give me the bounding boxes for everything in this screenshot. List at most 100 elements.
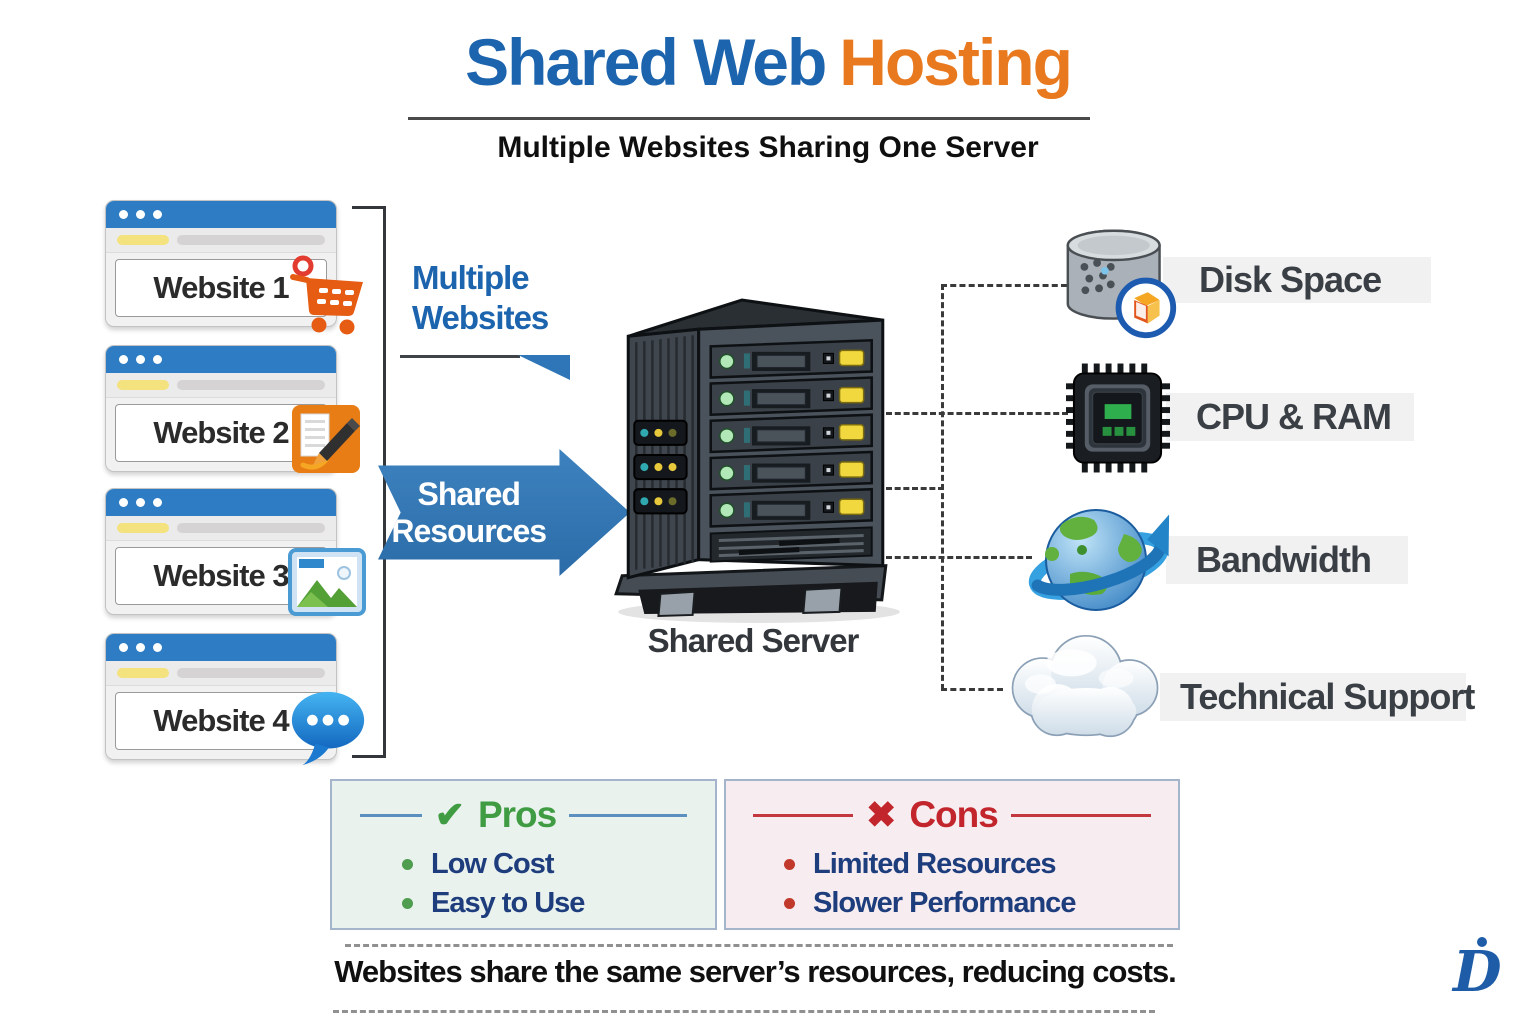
browser-titlebar: [106, 489, 336, 516]
bandwidth-label: Bandwidth: [1196, 539, 1372, 580]
technical-support-label: Technical Support: [1180, 676, 1475, 717]
browser-toolbar: [106, 516, 336, 541]
browser-titlebar: [106, 634, 336, 661]
pros-item: Easy to Use: [332, 884, 715, 923]
resource-row-disk-space: Disk Space: [1163, 257, 1431, 303]
multiple-websites-arrow-line: [400, 355, 520, 358]
title-part-orange: Hosting: [839, 25, 1073, 99]
window-dot-icon: [153, 498, 162, 507]
window-dot-icon: [136, 355, 145, 364]
pros-box: ✔ Pros Low Cost Easy to Use: [330, 779, 717, 930]
website-4-label: Website 4: [115, 692, 327, 750]
cons-header: ✖ Cons: [726, 794, 1178, 836]
window-dot-icon: [119, 498, 128, 507]
multiple-websites-label: Multiple Websites: [412, 259, 549, 337]
connector-server-mid: [886, 487, 944, 490]
footer-caption: Websites share the same server’s resourc…: [334, 954, 1177, 989]
window-dot-icon: [119, 643, 128, 652]
group-bracket-vertical: [383, 206, 386, 758]
pros-header: ✔ Pros: [332, 794, 715, 836]
group-bracket-bottom: [352, 755, 383, 758]
shared-resources-label: Shared Resources: [391, 475, 547, 549]
connector-bandwidth: [886, 556, 1032, 559]
address-bar: [177, 668, 325, 678]
shared-server-label: Shared Server: [647, 622, 860, 659]
window-dot-icon: [153, 643, 162, 652]
browser-window-3: Website 3: [105, 488, 366, 616]
footer-divider-bottom: [333, 1010, 1155, 1013]
window-dot-icon: [119, 355, 128, 364]
cpu-ram-label: CPU & RAM: [1196, 396, 1392, 437]
pros-item-label: Easy to Use: [431, 887, 585, 919]
pros-header-line-left: [359, 813, 422, 817]
website-1-label: Website 1: [115, 259, 327, 317]
window-dot-icon: [136, 210, 145, 219]
toolbar-pill: [117, 380, 169, 390]
logo-dot-icon: [1477, 937, 1487, 947]
chat-bubble-icon: [286, 685, 366, 769]
browser-toolbar: [106, 661, 336, 686]
edit-note-icon: [286, 397, 366, 481]
browser-window-4: Website 4: [105, 633, 365, 766]
browser-toolbar: [106, 373, 336, 398]
check-icon: ✔: [434, 794, 465, 835]
cons-list: Limited Resources Slower Performance: [726, 845, 1178, 923]
logo-letter: D: [1453, 939, 1502, 1005]
cons-item: Limited Resources: [726, 845, 1178, 884]
cloud-icon: [994, 626, 1178, 753]
image-icon: [286, 540, 366, 624]
bullet-icon: [402, 859, 413, 870]
connector-support: [941, 688, 1003, 691]
title-part-blue: Shared Web: [465, 25, 827, 99]
window-dot-icon: [136, 643, 145, 652]
pros-list: Low Cost Easy to Use: [332, 845, 715, 923]
toolbar-pill: [117, 668, 169, 678]
pros-item: Low Cost: [332, 845, 715, 884]
cons-item-label: Limited Resources: [813, 848, 1056, 880]
cons-item: Slower Performance: [726, 884, 1178, 923]
connector-disk: [941, 284, 1067, 287]
pros-title: Pros: [477, 794, 557, 835]
browser-toolbar: [106, 228, 336, 253]
address-bar: [177, 235, 325, 245]
globe-icon: [1024, 498, 1178, 631]
multiple-websites-arrowhead-icon: [518, 355, 570, 380]
connector-cpu: [886, 412, 1068, 415]
resource-row-bandwidth: Bandwidth: [1166, 536, 1408, 584]
title-underline: [408, 117, 1090, 120]
address-bar: [177, 523, 325, 533]
cons-header-line-left: [753, 813, 854, 817]
bullet-icon: [784, 859, 795, 870]
window-dot-icon: [153, 210, 162, 219]
brand-logo: D: [1447, 937, 1517, 1013]
group-bracket-top: [352, 206, 383, 209]
browser-titlebar: [106, 201, 336, 228]
resource-row-cpu-ram: CPU & RAM: [1166, 393, 1414, 441]
window-dot-icon: [119, 210, 128, 219]
disk-space-label: Disk Space: [1199, 259, 1382, 300]
toolbar-pill: [117, 235, 169, 245]
shared-resources-arrow: Shared Resources: [378, 449, 630, 576]
browser-window-1: Website 1: [105, 200, 363, 335]
toolbar-pill: [117, 523, 169, 533]
pros-header-line-right: [569, 813, 688, 817]
cons-header-line-right: [1010, 813, 1151, 817]
website-2-label: Website 2: [115, 404, 327, 462]
cons-box: ✖ Cons Limited Resources Slower Performa…: [724, 779, 1180, 930]
cons-item-label: Slower Performance: [813, 887, 1076, 919]
page-subtitle: Multiple Websites Sharing One Server: [497, 131, 1039, 164]
cons-title: Cons: [909, 794, 998, 835]
cpu-chip-icon: [1066, 362, 1170, 479]
browser-window-2: Website 2: [105, 345, 360, 473]
pros-item-label: Low Cost: [431, 848, 554, 880]
bullet-icon: [402, 898, 413, 909]
footer-divider-top: [345, 944, 1173, 947]
browser-titlebar: [106, 346, 336, 373]
window-dot-icon: [153, 355, 162, 364]
server-tower-icon: [608, 292, 900, 629]
cross-icon: ✖: [866, 794, 897, 835]
bullet-icon: [784, 898, 795, 909]
disk-cylinder-icon: [1060, 218, 1182, 349]
